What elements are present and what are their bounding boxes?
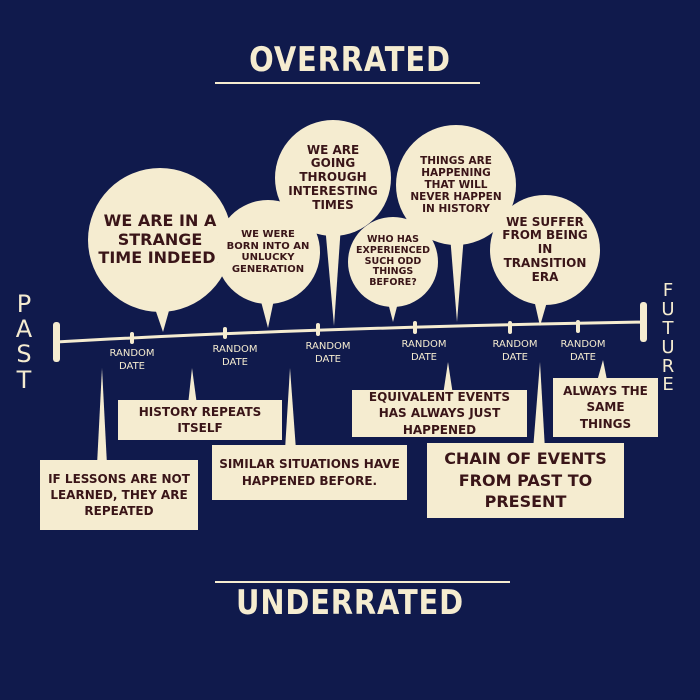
box-similar-situations: SIMILAR SITUATIONS HAVE HAPPENED BEFORE. xyxy=(212,445,407,500)
box-history-repeats: HISTORY REPEATS ITSELF xyxy=(118,400,282,440)
date-label: RANDOM DATE xyxy=(560,339,606,363)
bubble-never-happen: THINGS ARE HAPPENING THAT WILL NEVER HAP… xyxy=(396,125,516,245)
date-label: RANDOM DATE xyxy=(492,339,538,363)
bubble-interesting-times: WE ARE GOING THROUGH INTERESTING TIMES xyxy=(275,120,391,236)
date-label: RANDOM DATE xyxy=(109,348,155,372)
divider-bottom xyxy=(215,581,510,583)
timeline-line xyxy=(55,320,646,344)
divider-top xyxy=(215,82,480,84)
timeline-start-cap xyxy=(53,322,60,362)
date-label: RANDOM DATE xyxy=(212,344,258,368)
bubble-transition-era: WE SUFFER FROM BEING IN TRANSITION ERA xyxy=(490,195,600,305)
title-underrated: UNDERRATED xyxy=(236,583,464,623)
timeline-ticks xyxy=(130,320,580,344)
bubble-strange-time: WE ARE IN A STRANGE TIME INDEED. xyxy=(88,168,232,312)
title-overrated: OVERRATED xyxy=(249,40,451,80)
box-lessons-not-learned: IF LESSONS ARE NOT LEARNED, THEY ARE REP… xyxy=(40,460,198,530)
date-label: RANDOM DATE xyxy=(401,339,447,363)
box-chain-of-events: CHAIN OF EVENTS FROM PAST TO PRESENT xyxy=(427,443,624,518)
date-label: RANDOM DATE xyxy=(305,341,351,365)
timeline-end-cap xyxy=(640,302,647,342)
box-same-things: ALWAYS THE SAME THINGS xyxy=(553,378,658,437)
box-equivalent-events: EQUIVALENT EVENTS HAS ALWAYS JUST HAPPEN… xyxy=(352,390,527,437)
